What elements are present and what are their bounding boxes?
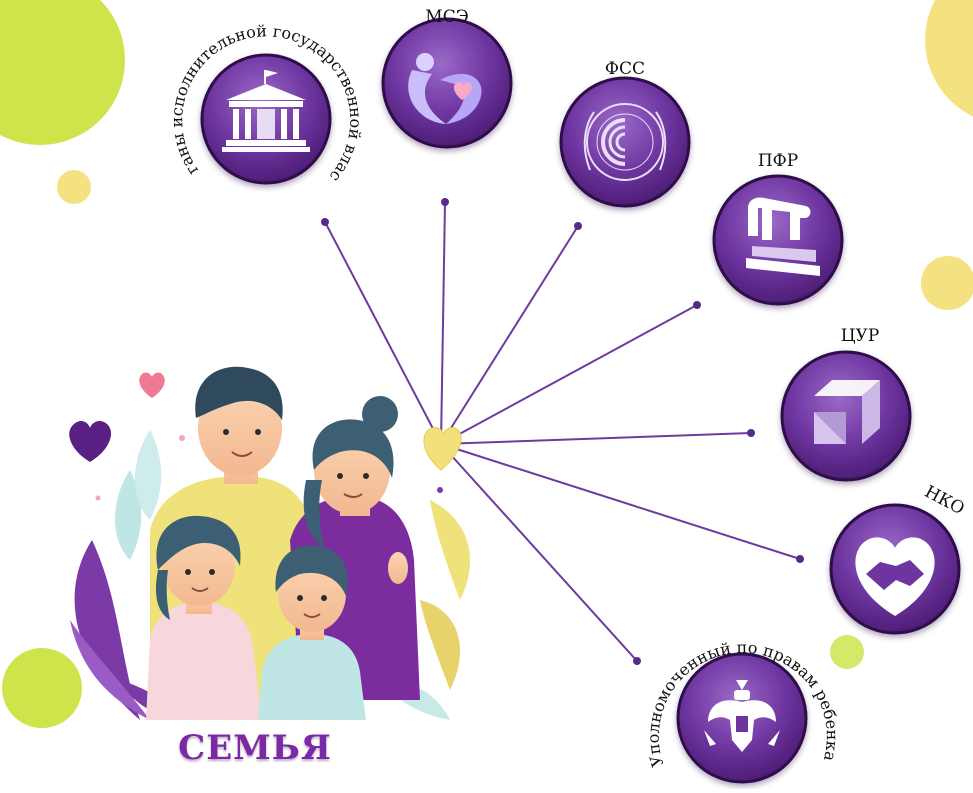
connector-line-tsur (440, 432, 752, 445)
connector-line-ombudsman (440, 443, 638, 662)
lime-dot-bottom-right (830, 635, 864, 669)
connector-dot-pfr (693, 301, 701, 309)
lime-circle-bottom-left (2, 648, 82, 728)
node-mse-label: МСЭ (425, 7, 468, 27)
purple-heart-icon (69, 421, 112, 462)
yellow-dot-left (57, 170, 91, 204)
pink-heart-icon (139, 372, 165, 398)
connector-line-mse (440, 201, 446, 445)
node-pfr-label: ПФР (758, 151, 798, 171)
node-pfr[interactable]: ПФР (712, 151, 844, 306)
handshake-heart-icon (855, 537, 935, 616)
person-heart-icon (408, 53, 482, 124)
node-tsur-label: ЦУР (841, 326, 880, 346)
connector-dot-mse (441, 198, 449, 206)
connector-dot-nko (796, 555, 804, 563)
connector-line-nko (440, 443, 801, 560)
connector-line-fss (440, 225, 579, 445)
connector-dot-fss (574, 222, 582, 230)
background-decor (0, 0, 973, 728)
node-fss-label: ФСС (605, 59, 645, 79)
hub-heart-icon (423, 427, 462, 471)
family-illustration (69, 366, 470, 720)
double-headed-eagle-emblem-icon (704, 680, 780, 752)
connector-line-organs (324, 221, 442, 445)
social-insurance-fund-emblem-icon (583, 103, 667, 181)
connector-lines (321, 198, 804, 665)
node-nko[interactable]: НКО (829, 482, 968, 635)
connector-dot-tsur (747, 429, 755, 437)
pension-fund-logo-icon (746, 197, 820, 276)
node-ombudsman[interactable]: Уполномоченный по правам ребенка (644, 638, 842, 784)
node-tsur[interactable]: ЦУР (780, 326, 912, 482)
connector-dot-ombudsman (633, 657, 641, 665)
connector-dot-organs (321, 218, 329, 226)
family-title: СЕМЬЯ (178, 728, 332, 768)
lime-circle-top-left (0, 0, 125, 145)
node-mse[interactable]: МСЭ (381, 7, 513, 149)
connector-line-pfr (440, 304, 698, 445)
node-fss[interactable]: ФСС (559, 59, 691, 208)
yellow-dot-right (921, 256, 973, 310)
cube-logo-icon (814, 380, 880, 444)
government-building-icon (222, 70, 310, 152)
yellow-circle-top-right (925, 0, 973, 117)
